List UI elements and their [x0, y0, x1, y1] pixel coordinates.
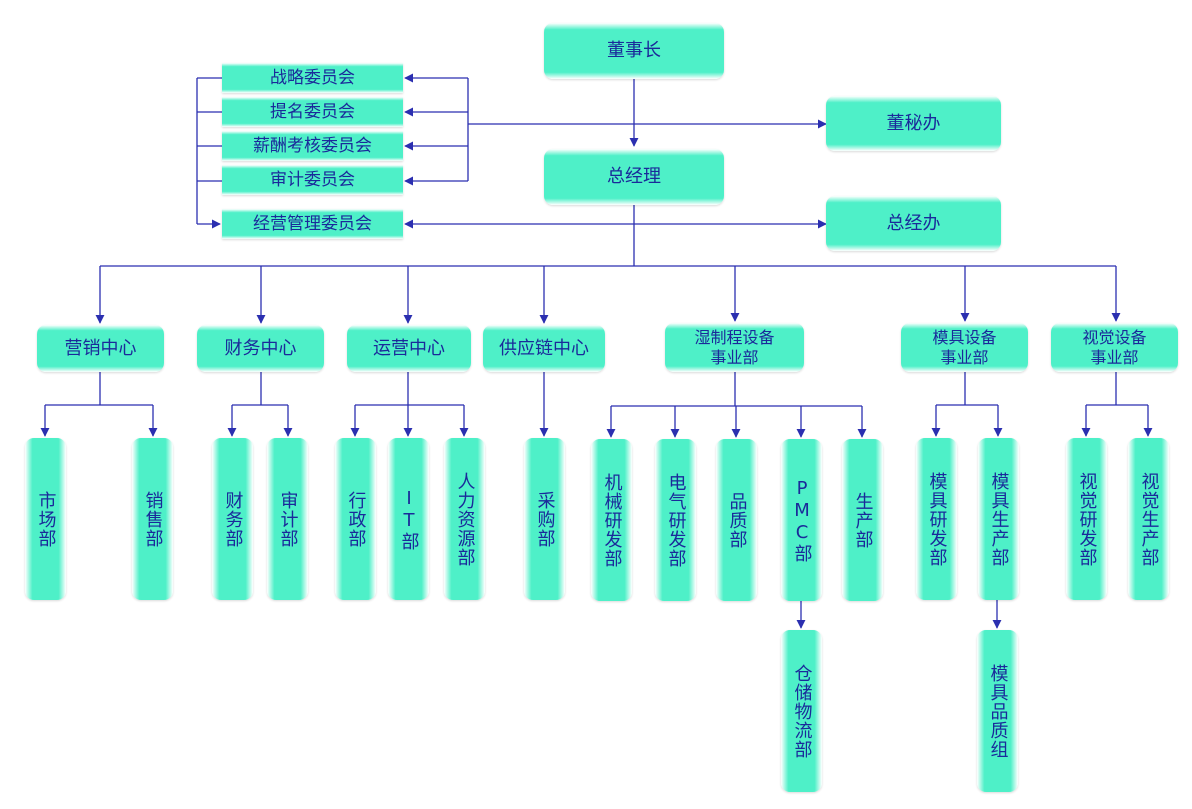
marketing-center-node: 营销中心 — [37, 325, 164, 372]
gm-office-node: 总经办 — [826, 196, 1001, 251]
hr-dept-node: 人力资源部 — [444, 438, 485, 600]
elec-rd-dept-node: 电气研发部 — [655, 439, 696, 601]
vision-division-node: 视觉设备事业部 — [1051, 323, 1178, 372]
it-dept-node: IT部 — [388, 438, 429, 600]
mold-production-dept-node: 模具生产部 — [978, 438, 1019, 600]
purchasing-dept-node: 采购部 — [524, 438, 565, 600]
sales-dept-node: 销售部 — [132, 438, 173, 600]
mold-rd-dept-node: 模具研发部 — [916, 438, 957, 600]
nomination-committee-node: 提名委员会 — [222, 97, 403, 127]
finance-center-node: 财务中心 — [197, 325, 324, 372]
audit-dept-node: 审计部 — [267, 438, 308, 600]
management-committee-node: 经营管理委员会 — [222, 209, 403, 239]
vision-production-dept-node: 视觉生产部 — [1128, 438, 1169, 600]
market-dept-node: 市场部 — [25, 438, 66, 600]
production-dept-node: 生产部 — [842, 439, 883, 601]
mech-rd-dept-node: 机械研发部 — [591, 439, 632, 601]
admin-dept-node: 行政部 — [335, 438, 376, 600]
board-secretary-office-node: 董秘办 — [826, 96, 1001, 151]
mold-quality-group-node: 模具品质组 — [977, 630, 1018, 792]
chairman-node: 董事长 — [544, 23, 724, 79]
operations-center-node: 运营中心 — [347, 325, 471, 372]
audit-committee-node: 审计委员会 — [222, 165, 403, 195]
mold-division-node: 模具设备事业部 — [901, 323, 1028, 372]
finance-dept-node: 财务部 — [212, 438, 253, 600]
quality-dept-node: 品质部 — [716, 439, 757, 601]
pmc-dept-node: PMC部 — [781, 439, 822, 601]
warehouse-dept-node: 仓储物流部 — [781, 630, 822, 792]
strategy-committee-node: 战略委员会 — [222, 63, 403, 93]
compensation-committee-node: 薪酬考核委员会 — [222, 131, 403, 161]
general-manager-node: 总经理 — [544, 149, 724, 205]
wet-process-division-node: 湿制程设备事业部 — [665, 323, 804, 372]
vision-rd-dept-node: 视觉研发部 — [1066, 438, 1107, 600]
supply-chain-center-node: 供应链中心 — [483, 325, 605, 372]
